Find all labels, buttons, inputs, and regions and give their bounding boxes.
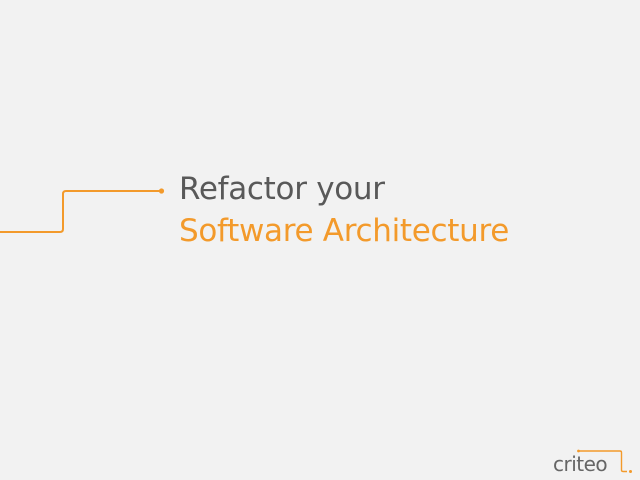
logo-orange-line-icon [577, 449, 632, 473]
criteo-logo: criteo [550, 446, 640, 480]
title-line-primary: Refactor your [179, 171, 385, 207]
logo-end-dot-icon [629, 470, 632, 473]
connector-endpoint-dot-icon [158, 188, 165, 194]
logo-wordmark: criteo [553, 452, 608, 476]
slide-title: Refactor your Software Architecture [179, 168, 509, 252]
title-line-highlight: Software Architecture [179, 213, 509, 249]
